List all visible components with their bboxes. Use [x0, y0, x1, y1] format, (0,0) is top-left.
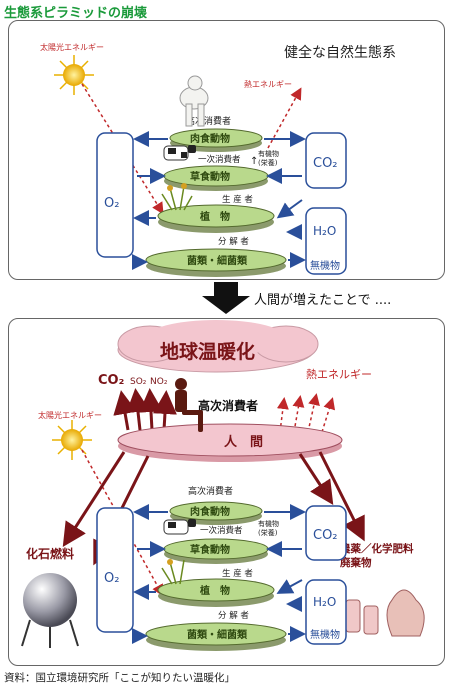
tier-herbivores-bottom: 草食動物: [163, 538, 269, 564]
svg-text:菌類・細菌類: 菌類・細菌類: [187, 628, 248, 641]
down-arrow-icon: [202, 282, 250, 314]
level-high-label: 高次消費者: [186, 115, 231, 127]
svg-text:草食動物: 草食動物: [190, 543, 230, 556]
transition-label: 人間が増えたことで ....: [254, 293, 391, 308]
nutrient-label: (栄養): [258, 158, 278, 167]
sun-icon-bottom: [52, 420, 92, 460]
tier-plants-bottom: 植 物: [157, 578, 275, 607]
heat-arrows-bottom: [276, 393, 336, 433]
polar-bear-icon: [179, 75, 209, 127]
global-warming-label: 地球温暖化: [160, 340, 255, 363]
inorganic-label: 無機物: [310, 259, 340, 272]
plant-icon: [161, 183, 193, 211]
oxygen-box: [96, 132, 134, 258]
gas-no2-label: NO₂: [150, 377, 168, 387]
level-first-label-bottom: 一次消費者: [200, 525, 243, 536]
tier-decomposers: 菌類・細菌類: [145, 248, 287, 277]
svg-text:肉食動物: 肉食動物: [190, 132, 230, 145]
gas-co2-label: CO₂: [98, 373, 124, 388]
cycle-arrows-bottom: [132, 504, 306, 644]
collapsed-ecosystem-panel: [8, 318, 445, 666]
oxygen-box-bottom: [96, 507, 134, 633]
svg-text:人 間: 人 間: [224, 434, 263, 450]
svg-text:菌類・細菌類: 菌類・細菌類: [187, 254, 248, 267]
heat-arrow: [267, 87, 302, 149]
global-warming-cloud: [117, 320, 319, 373]
healthy-ecosystem-heading: 健全な自然生態系: [284, 44, 396, 61]
cow-icon-bottom: [163, 519, 196, 535]
sunlight-arrow: [81, 83, 164, 215]
gas-emission-arrows: [113, 388, 177, 431]
nutrient-label-bottom: (栄養): [258, 528, 278, 537]
water-label-bottom: H₂O: [313, 595, 336, 609]
fossil-fuel-tank-icon: [21, 573, 79, 648]
chemical-bottles-icon: [345, 589, 425, 637]
level-producer-label: 生 産 者: [222, 194, 253, 205]
source-citation: 資料：国立環境研究所「ここが知りたい温暖化」: [4, 672, 235, 684]
inorganic-label-bottom: 無機物: [310, 628, 340, 641]
svg-text:植 物: 植 物: [199, 584, 230, 597]
water-label: H₂O: [313, 224, 336, 238]
tier-carnivores-bottom: 肉食動物: [169, 501, 263, 525]
sun-energy-label: 太陽光エネルギー: [40, 42, 104, 52]
oxygen-label-bottom: O₂: [104, 571, 119, 586]
plant-icon-bottom: [161, 559, 185, 585]
tier-humans: 人 間: [117, 423, 343, 462]
waste-label-line2: 廃棄物: [340, 556, 372, 569]
co2-label: CO₂: [313, 156, 338, 171]
svg-text:草食動物: 草食動物: [190, 170, 230, 183]
fossil-fuel-label: 化石燃料: [26, 546, 74, 561]
cow-icon: [163, 145, 196, 161]
tier-plants: 植 物: [157, 204, 275, 233]
level-decomposer-label-bottom: 分 解 者: [218, 610, 249, 621]
tier-decomposers-bottom: 菌類・細菌類: [145, 622, 287, 651]
human-level-label: 高次消費者: [198, 398, 258, 413]
organic-label: 有機物: [258, 149, 279, 158]
human-figure-icon: [175, 378, 203, 432]
heat-energy-label-bottom: 熱エネルギー: [306, 368, 372, 381]
sun-icon: [54, 55, 94, 95]
tier-herbivores: 草食動物: [163, 165, 269, 191]
level-first-label: 一次消費者: [198, 154, 241, 165]
cycle-arrows-top: [132, 131, 306, 270]
healthy-ecosystem-panel: [8, 20, 445, 280]
gas-so2-label: SO₂: [130, 377, 147, 387]
co2-box: [305, 132, 347, 189]
water-box-bottom: [305, 579, 347, 645]
svg-text:肉食動物: 肉食動物: [190, 505, 230, 518]
water-box: [305, 207, 347, 275]
sun-energy-label-bottom: 太陽光エネルギー: [38, 410, 102, 420]
organic-label-bottom: 有機物: [258, 519, 279, 528]
heat-energy-label: 熱エネルギー: [244, 79, 292, 89]
level-decomposer-label: 分 解 者: [218, 236, 249, 247]
waste-label-line1: 農薬／化学肥料: [340, 542, 414, 555]
level-high-label-bottom: 高次消費者: [188, 485, 233, 497]
co2-box-bottom: [305, 505, 347, 561]
oxygen-label: O₂: [104, 196, 119, 211]
page-title: 生態系ピラミッドの崩壊: [4, 6, 148, 21]
up-arrow-icon: ↑: [250, 156, 258, 167]
level-producer-label-bottom: 生 産 者: [222, 568, 253, 579]
co2-label-bottom: CO₂: [313, 528, 338, 543]
svg-text:植 物: 植 物: [199, 210, 230, 223]
